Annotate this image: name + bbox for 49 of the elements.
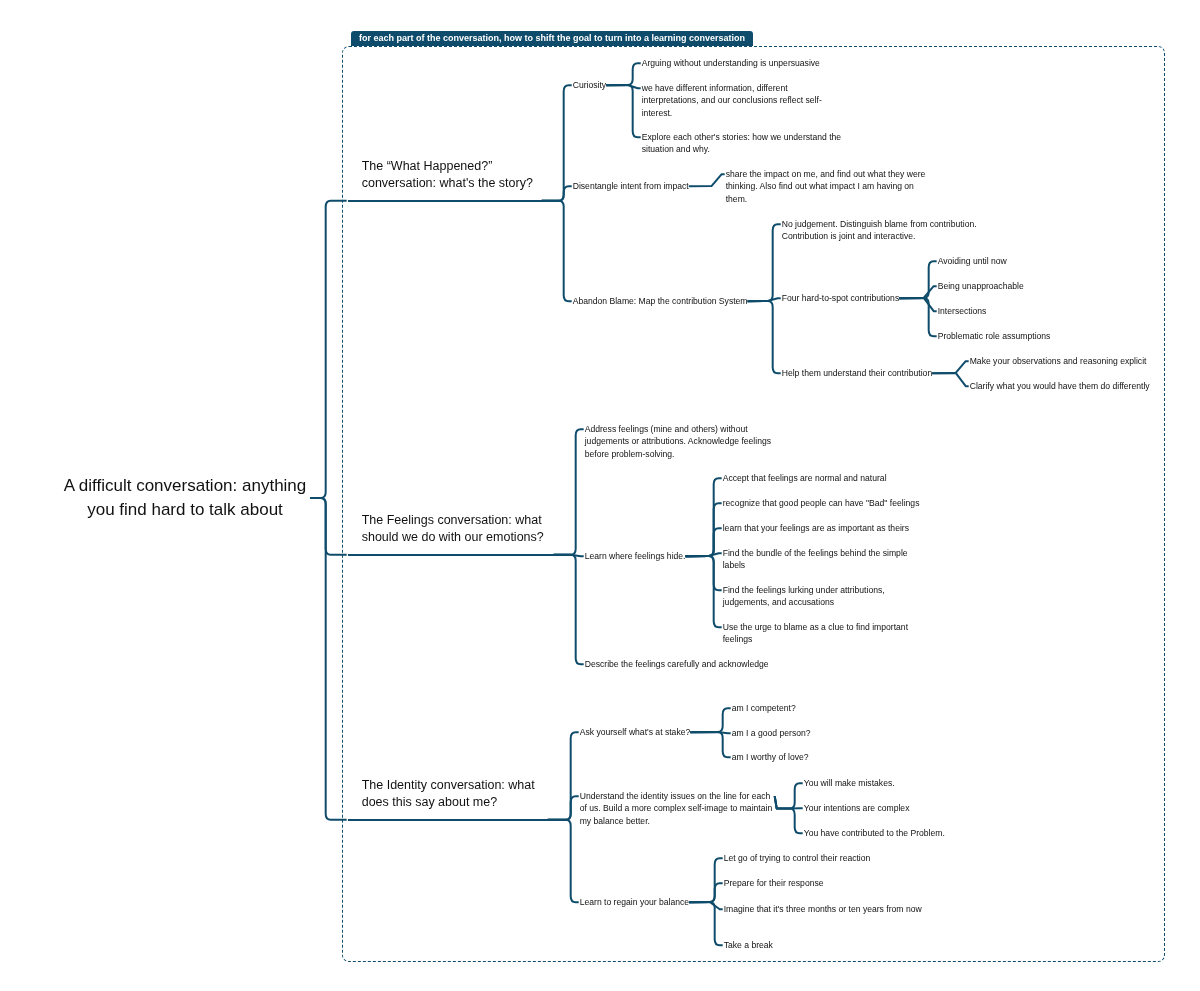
- subtopic-text: Your intentions are complex: [803, 801, 910, 815]
- subtopic-text: Use the urge to blame as a clue to find important feelings: [722, 620, 928, 646]
- subtopic-text: No judgement. Distinguish blame from contribution. Contribution is joint and interactive.: [781, 217, 1017, 243]
- subtopic-text: Clarify what you would have them do differently: [969, 379, 1150, 393]
- subtopic-text: recognize that good people can have "Bad" feelings: [722, 496, 920, 510]
- brace-connector: [931, 371, 970, 388]
- boundary-heading: for each part of the conversation, how to shift the goal to turn into a learning conversation: [351, 31, 754, 46]
- subtopic-text: Explore each other's stories: how we understand the situation and why.: [641, 130, 842, 156]
- subtopic-text: Disentangle intent from impact: [572, 179, 689, 193]
- subtopic-text: Imagine that it's three months or ten years from now: [723, 902, 922, 916]
- subtopic-text: Find the bundle of the feelings behind the simple labels: [722, 546, 928, 572]
- branch-topic: The Identity conversation: what does this say about me?: [347, 776, 548, 821]
- subtopic-text: Learn where feelings hide.: [584, 549, 686, 563]
- subtopic-text: learn that your feelings are as important as theirs: [722, 521, 909, 535]
- subtopic-text: You will make mistakes.: [803, 776, 895, 790]
- subtopic-text: Describe the feelings carefully and acknowledge: [584, 657, 769, 671]
- brace-connector: [773, 795, 804, 835]
- subtopic-text: Ask yourself what's at stake?: [579, 725, 691, 739]
- subtopic-text: Learn to regain your balance: [579, 895, 690, 909]
- brace-connector: [309, 497, 348, 821]
- subtopic-text: am I a good person?: [731, 726, 811, 740]
- subtopic-text: Abandon Blame: Map the contribution System: [572, 294, 748, 308]
- subtopic-text: Four hard-to-spot contributions: [781, 291, 900, 305]
- subtopic-text: share the impact on me, and find out what they were thinking. Also find out what impact I am having on them.: [725, 167, 926, 206]
- subtopic-text: Being unapproachable: [937, 279, 1024, 293]
- subtopic-text: Find the feelings lurking under attributions, judgements, and accusations: [722, 583, 928, 609]
- subtopic-text: You have contributed to the Problem.: [803, 826, 945, 840]
- subtopic-text: am I worthy of love?: [731, 750, 809, 764]
- branch-topic: The “What Happened?” conversation: what's the story?: [347, 157, 542, 202]
- subtopic-text: Curiosity: [572, 78, 607, 92]
- subtopic-text: Take a break: [723, 938, 773, 952]
- subtopic-text: Accept that feelings are normal and natural: [722, 471, 887, 485]
- subtopic-text: Problematic role assumptions: [937, 329, 1051, 343]
- subtopic-text: Help them understand their contribution: [781, 366, 933, 380]
- subtopic-text: we have different information, different interpretations, and our conclusions reflect self-interest.: [641, 81, 842, 120]
- subtopic-text: Make your observations and reasoning explicit: [969, 354, 1147, 368]
- subtopic-text: Understand the identity issues on the line for each of us. Build a more complex self-image to maintain my balance better.: [579, 789, 775, 828]
- subtopic-text: Arguing without understanding is unpersuasive: [641, 56, 820, 70]
- subtopic-text: Intersections: [937, 304, 987, 318]
- subtopic-text: Let go of trying to control their reaction: [723, 851, 871, 865]
- subtopic-text: Avoiding until now: [937, 254, 1007, 268]
- brace-connector: [687, 173, 726, 188]
- subtopic-text: Prepare for their response: [723, 876, 824, 890]
- subtopic-text: Address feelings (mine and others) without judgements or attributions. Acknowledge feelings before problem-solving.: [584, 422, 785, 461]
- central-topic: A difficult conversation: anything you find hard to talk about: [60, 474, 310, 522]
- brace-connector: [689, 730, 732, 759]
- branch-topic: The Feelings conversation: what should we do with our emotions?: [347, 511, 554, 556]
- brace-connector: [898, 296, 938, 338]
- subtopic-text: am I competent?: [731, 701, 796, 715]
